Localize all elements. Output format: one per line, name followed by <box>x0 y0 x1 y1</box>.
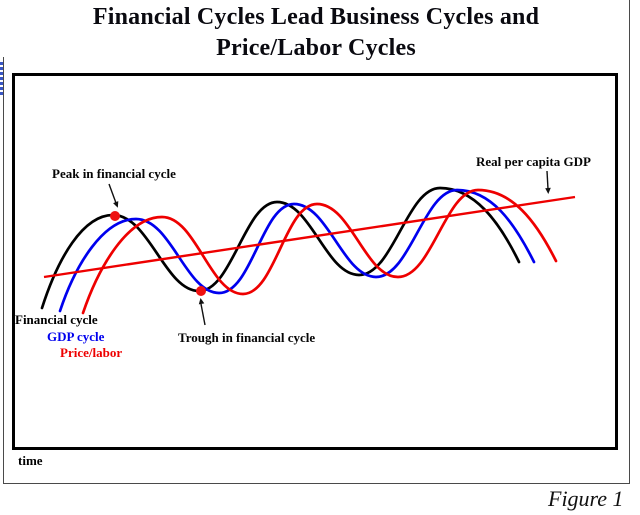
edge-artifact-dashes <box>0 62 3 97</box>
figure-frame-right <box>629 0 630 484</box>
trough-annotation-label: Trough in financial cycle <box>178 330 316 345</box>
trendline-label: Real per capita GDP <box>476 154 591 169</box>
price-labor-cycle-curve <box>81 188 558 315</box>
legend-financial-cycle: Financial cycle <box>15 312 98 327</box>
chart-title: Financial Cycles Lead Business Cycles an… <box>0 2 632 64</box>
legend-price-labor: Price/labor <box>60 345 123 360</box>
x-axis-label: time <box>18 453 43 468</box>
chart-title-line2: Price/Labor Cycles <box>216 35 416 61</box>
figure-caption: Figure 1 <box>548 486 624 511</box>
figure-frame-bottom <box>3 483 630 484</box>
peak-marker-dot <box>110 211 120 221</box>
chart-title-line1: Financial Cycles Lead Business Cycles an… <box>92 4 540 30</box>
peak-annotation-arrow <box>108 183 119 208</box>
plot-area <box>12 73 618 450</box>
trough-annotation-arrow <box>198 298 206 326</box>
figure-frame-left <box>3 57 4 484</box>
legend-gdp-cycle: GDP cycle <box>47 329 105 344</box>
real-per-capita-gdp-trendline <box>43 195 576 279</box>
trough-marker-dot <box>196 286 206 296</box>
gdp-cycle-curve <box>58 188 536 313</box>
peak-annotation-label: Peak in financial cycle <box>52 166 176 181</box>
trend-annotation-arrow <box>545 170 551 194</box>
